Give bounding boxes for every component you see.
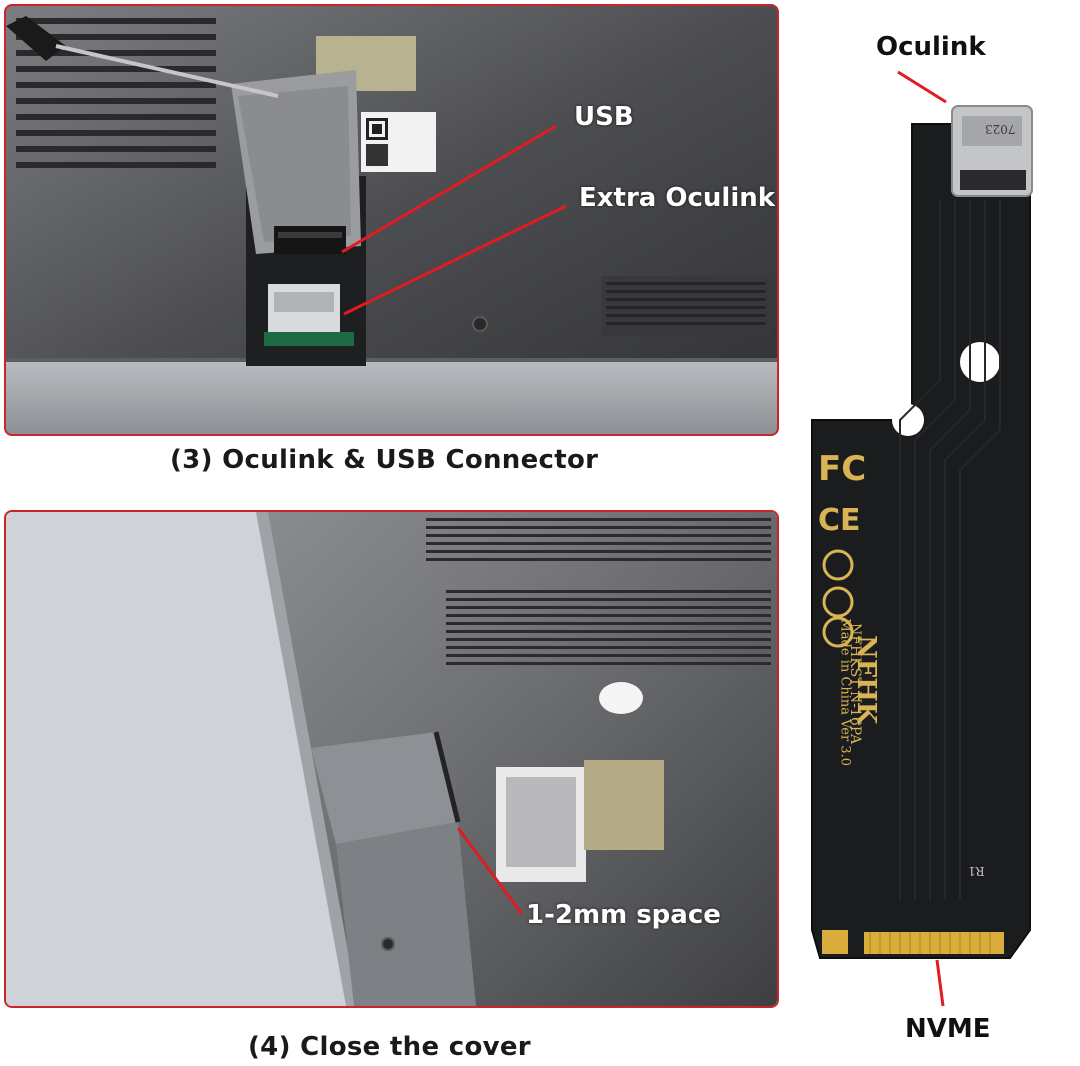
laptop-photo-bottom <box>6 512 777 1006</box>
space-pointer-line <box>456 827 524 915</box>
pcb-board <box>811 123 1031 959</box>
sticker <box>584 760 664 850</box>
oculink-port <box>951 105 1033 197</box>
photo-close-cover: 1-2mm space <box>4 510 779 1008</box>
svg-text:FC: FC <box>818 449 866 489</box>
vent-slots <box>16 18 216 168</box>
caption-step-4: (4) Close the cover <box>248 1032 531 1062</box>
nvme-pointer-line <box>935 959 945 1007</box>
nvme-edge-fingers <box>864 932 1004 954</box>
vent-slots <box>426 518 771 665</box>
photo-oculink-usb-connector: USB Extra Oculink <box>4 4 779 436</box>
usb-pointer-line <box>341 124 557 254</box>
screwdriver <box>6 16 66 61</box>
pcb-ref: R1 <box>968 864 985 878</box>
space-label: 1-2mm space <box>526 900 721 930</box>
certification-marks: FC CE <box>818 449 866 648</box>
oculink-pointer-line <box>343 204 567 316</box>
pcb-origin: Made in China Ver 3.0 <box>837 618 853 767</box>
extra-oculink-label: Extra Oculink <box>579 183 776 213</box>
nvme-label: NVME <box>905 1014 991 1044</box>
speaker-grille <box>601 276 771 336</box>
svg-text:CE: CE <box>818 503 861 538</box>
oculink-pointer-line <box>897 70 947 104</box>
connector-marking: 7023 <box>985 122 1016 136</box>
usb-label: USB <box>574 102 634 132</box>
caption-step-3: (3) Oculink & USB Connector <box>170 445 599 475</box>
usb-connector <box>274 226 346 254</box>
laptop-photo-top <box>6 6 777 434</box>
nvme-key-fingers <box>822 930 848 954</box>
mounting-hole <box>960 342 1000 382</box>
closed-cover <box>311 732 458 844</box>
oculink-label: Oculink <box>876 32 986 62</box>
